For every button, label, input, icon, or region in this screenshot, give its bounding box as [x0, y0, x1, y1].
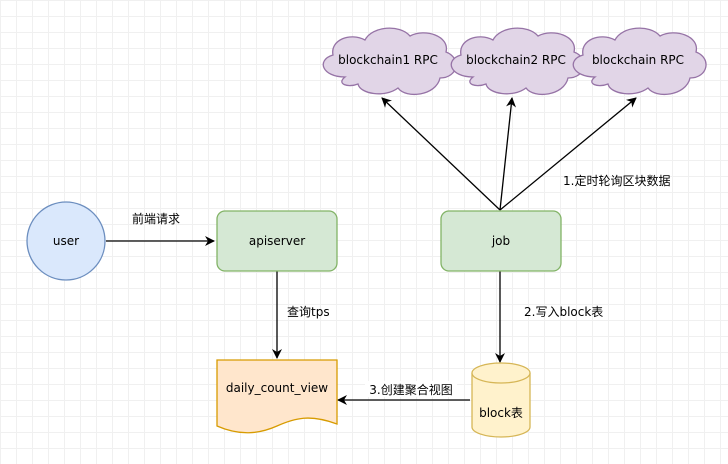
edge-label-poll-block-data: 1.定时轮询区块数据	[563, 173, 670, 188]
cloud-icon	[450, 27, 585, 96]
node-blockchain-rpc-label: blockchain RPC	[592, 53, 684, 67]
node-apiserver[interactable]: apiserver	[216, 210, 338, 272]
node-block-table-label: block表	[479, 406, 523, 420]
edge-label-create-agg-view: 3.创建聚合视图	[369, 382, 452, 397]
node-blockchain2-rpc[interactable]: blockchain2 RPC	[450, 27, 585, 96]
node-apiserver-label: apiserver	[249, 234, 305, 248]
edge-db-to-view[interactable]: 3.创建聚合视图	[337, 381, 470, 405]
edge-user-to-apiserver[interactable]: 前端请求	[106, 211, 215, 246]
job-box-shape	[440, 210, 562, 272]
apiserver-box-shape	[216, 210, 338, 272]
edge-job-to-db[interactable]: 2.写入block表	[495, 271, 603, 363]
user-circle-shape	[26, 201, 106, 281]
node-block-table[interactable]: block表	[471, 362, 531, 438]
edge-label-write-block-table: 2.写入block表	[524, 305, 603, 319]
database-icon	[471, 362, 531, 384]
cloud-icon	[572, 27, 707, 96]
node-user-label: user	[53, 234, 79, 248]
edge-apiserver-to-view[interactable]: 查询tps	[272, 271, 330, 359]
node-blockchain-rpc[interactable]: blockchain RPC	[572, 27, 707, 96]
edge-line-to-cloud1	[381, 97, 501, 211]
edge-line-to-cloud3	[499, 97, 637, 211]
node-daily-count-view-label: daily_count_view	[226, 381, 328, 395]
edge-label-background	[365, 381, 457, 397]
node-user[interactable]: user	[26, 201, 106, 281]
edge-job-to-clouds[interactable]: 1.定时轮询区块数据	[381, 97, 670, 211]
node-job[interactable]: job	[440, 210, 562, 272]
document-shape	[216, 359, 338, 434]
cloud-icon	[322, 27, 457, 96]
node-daily-count-view[interactable]: daily_count_view	[216, 359, 338, 434]
edge-label-query-tps: 查询tps	[287, 305, 330, 319]
node-job-label: job	[491, 234, 510, 248]
node-blockchain2-rpc-label: blockchain2 RPC	[466, 53, 566, 67]
edge-label-frontend-request: 前端请求	[132, 211, 180, 226]
edge-line-to-cloud2	[499, 97, 517, 211]
database-cylinder-body	[471, 373, 531, 438]
node-blockchain1-rpc[interactable]: blockchain1 RPC	[322, 27, 457, 96]
node-blockchain1-rpc-label: blockchain1 RPC	[338, 53, 438, 67]
